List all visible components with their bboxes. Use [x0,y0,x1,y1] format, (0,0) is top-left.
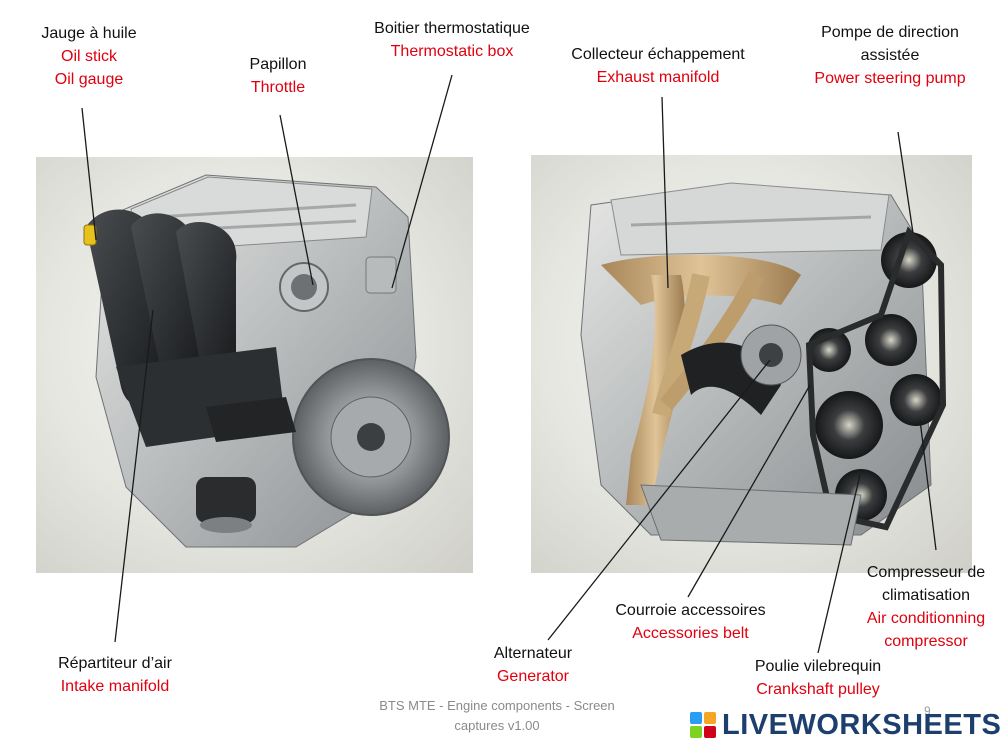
label-oil-gauge: Jauge à huile Oil stick Oil gauge [30,22,148,91]
engine-illustration-right [580,182,947,546]
label-oil-gauge-en-1: Oil stick [61,48,117,65]
label-accessories-belt-fr: Courroie accessoires [615,602,766,619]
logo-cube-3 [690,726,702,738]
label-accessories-belt: Courroie accessoires Accessories belt [598,599,783,645]
footer-caption: BTS MTE - Engine components - Screen cap… [352,696,642,736]
label-intake-manifold-en: Intake manifold [60,678,170,695]
label-throttle: Papillon Throttle [228,53,328,99]
label-accessories-belt-en: Accessories belt [632,625,749,642]
label-ac-compressor: Compresseur de climatisation Air conditi… [852,561,1000,653]
engine-photo-intake-side [36,157,473,573]
label-ac-compressor-en-1: Air conditionning [866,610,986,627]
footer-line-1: BTS MTE - Engine components - Screen [379,698,615,713]
logo-wordmark: LIVEWORKSHEETS [722,708,1000,741]
label-crankshaft-pulley: Poulie vilebrequin Crankshaft pulley [738,655,898,701]
label-intake-manifold-fr: Répartiteur d’air [58,655,172,672]
label-ac-compressor-fr-2: climatisation [881,587,971,604]
label-exhaust-manifold-fr: Collecteur échappement [571,46,745,63]
label-ac-compressor-fr-1: Compresseur de [866,564,986,581]
label-throttle-fr: Papillon [249,56,307,73]
label-exhaust-manifold-en: Exhaust manifold [596,69,720,86]
label-generator-fr: Alternateur [493,645,573,662]
logo-cube-1 [690,712,702,724]
label-generator-en: Generator [496,668,570,685]
logo-cube-4 [704,726,716,738]
engine-photo-exhaust-side [531,155,972,573]
label-crankshaft-pulley-en: Crankshaft pulley [756,681,880,698]
label-thermostatic-box: Boitier thermostatique Thermostatic box [352,17,552,63]
logo-cubes-icon [690,712,716,738]
label-thermostatic-box-en: Thermostatic box [390,43,514,60]
label-oil-gauge-en-2: Oil gauge [54,71,124,88]
logo-cube-2 [704,712,716,724]
label-generator: Alternateur Generator [478,642,588,688]
label-thermostatic-box-fr: Boitier thermostatique [374,20,530,37]
page-number: 9 [924,704,931,718]
label-ac-compressor-en-2: compressor [884,633,968,650]
label-power-steering-pump-fr-2: assistée [860,47,920,64]
label-crankshaft-pulley-fr: Poulie vilebrequin [754,658,882,675]
label-power-steering-pump-en: Power steering pump [814,70,966,87]
label-intake-manifold: Répartiteur d’air Intake manifold [40,652,190,698]
label-exhaust-manifold: Collecteur échappement Exhaust manifold [553,43,763,89]
engine-illustration-left [83,174,450,548]
label-power-steering-pump-fr-1: Pompe de direction [821,24,959,41]
label-power-steering-pump: Pompe de direction assistée Power steeri… [795,21,985,90]
footer-line-2: captures v1.00 [454,718,540,733]
label-throttle-en: Throttle [250,79,306,96]
label-oil-gauge-fr: Jauge à huile [41,25,137,42]
liveworksheets-logo[interactable]: LIVEWORKSHEETS [690,706,1000,744]
